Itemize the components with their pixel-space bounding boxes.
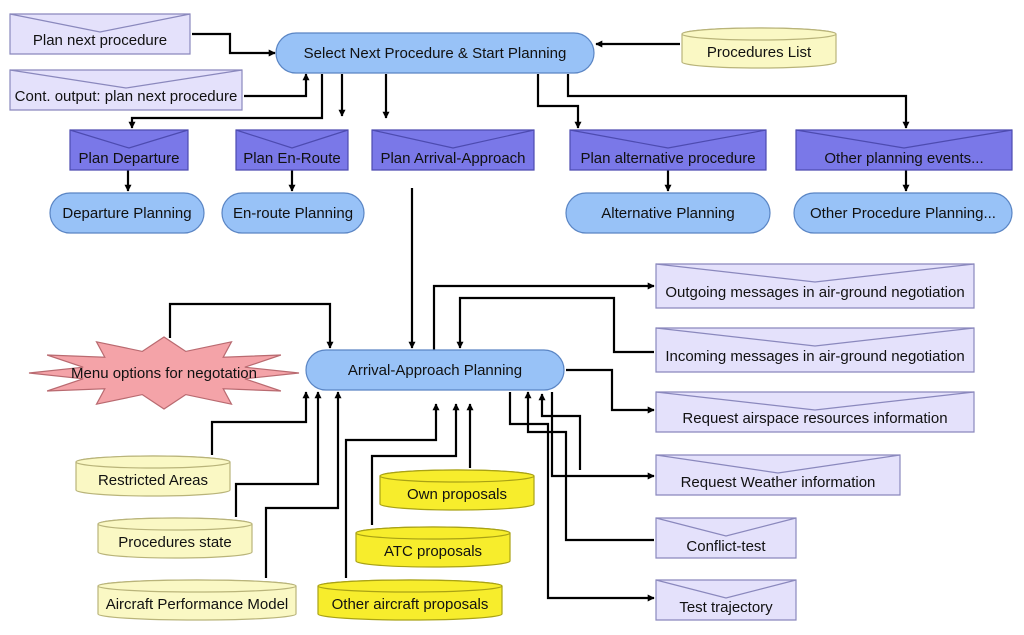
alternative-planning-process: Alternative Planning — [565, 192, 771, 234]
plan-alternative-event: Plan alternative procedure — [569, 129, 767, 171]
edge-other-aircraft-to-arrival — [344, 403, 440, 578]
incoming-messages-box: Incoming messages in air-ground negotiat… — [655, 327, 975, 373]
procedures-list-store-label: Procedures List — [707, 44, 812, 61]
select-next-procedure-process: Select Next Procedure & Start Planning — [275, 32, 595, 74]
conflict-test-box-label: Conflict-test — [686, 538, 766, 555]
procedures-state-store-label: Procedures state — [118, 534, 231, 551]
edge-select-to-plan-departure — [128, 74, 324, 129]
other-aircraft-proposals-store: Other aircraft proposals — [317, 579, 503, 621]
alternative-planning-process-label: Alternative Planning — [601, 205, 734, 222]
restricted-areas-store: Restricted Areas — [75, 455, 231, 497]
atc-proposals-store-label: ATC proposals — [384, 543, 482, 560]
edge-aircraft-perf-to-arrival — [264, 391, 342, 578]
outgoing-messages-box-label: Outgoing messages in air-ground negotiat… — [665, 284, 964, 301]
edge-conflict-to-arrival — [524, 391, 654, 542]
aircraft-performance-store: Aircraft Performance Model — [97, 579, 297, 621]
other-planning-events: Other planning events... — [795, 129, 1013, 171]
outgoing-messages-box: Outgoing messages in air-ground negotiat… — [655, 263, 975, 309]
departure-planning-process-label: Departure Planning — [62, 205, 191, 222]
arrival-approach-planning-process-label: Arrival-Approach Planning — [348, 362, 522, 379]
incoming-messages-box-label: Incoming messages in air-ground negotiat… — [665, 348, 964, 365]
edge-atc-to-arrival — [370, 403, 460, 525]
test-trajectory-box-label: Test trajectory — [679, 599, 773, 616]
edge-arrival-feedback — [538, 393, 582, 470]
edge-procedures-state-to-arrival — [234, 391, 322, 517]
edges-layer — [124, 32, 910, 602]
procedures-list-store: Procedures List — [681, 27, 837, 69]
own-proposals-store-label: Own proposals — [407, 486, 507, 503]
select-next-procedure-process-label: Select Next Procedure & Start Planning — [304, 45, 567, 62]
edge-restricted-to-arrival — [210, 391, 310, 455]
cont-output-event: Cont. output: plan next procedure — [9, 69, 243, 111]
edge-plan-next-to-select — [192, 32, 276, 57]
edge-select-to-other-events — [566, 74, 910, 129]
enroute-planning-process-label: En-route Planning — [233, 205, 353, 222]
plan-departure-event-label: Plan Departure — [79, 150, 180, 167]
plan-next-procedure-event: Plan next procedure — [9, 13, 191, 55]
other-planning-events-label: Other planning events... — [824, 150, 983, 167]
enroute-planning-process: En-route Planning — [221, 192, 365, 234]
menu-options-negotiation-label: Menu options for negotation — [71, 365, 257, 382]
edge-arrival-to-weather — [550, 392, 655, 480]
own-proposals-store: Own proposals — [379, 469, 535, 511]
edge-menu-to-arrival-planning — [168, 302, 334, 349]
menu-options-negotiation: Menu options for negotation — [28, 336, 300, 410]
test-trajectory-box: Test trajectory — [655, 579, 797, 621]
other-aircraft-proposals-store-label: Other aircraft proposals — [332, 596, 489, 613]
edge-arrival-to-outgoing — [432, 282, 655, 350]
arrival-approach-planning-process: Arrival-Approach Planning — [305, 349, 565, 391]
edge-arrival-to-airspace — [566, 368, 655, 414]
other-procedure-planning-process-label: Other Procedure Planning... — [810, 205, 996, 222]
plan-departure-event: Plan Departure — [69, 129, 189, 171]
plan-enroute-event: Plan En-Route — [235, 129, 349, 171]
request-airspace-box: Request airspace resources information — [655, 391, 975, 433]
aircraft-performance-store-label: Aircraft Performance Model — [106, 596, 289, 613]
cont-output-event-label: Cont. output: plan next procedure — [15, 88, 238, 105]
procedures-state-store: Procedures state — [97, 517, 253, 559]
edge-incoming-to-arrival — [456, 296, 654, 354]
other-procedure-planning-process: Other Procedure Planning... — [793, 192, 1013, 234]
departure-planning-process: Departure Planning — [49, 192, 205, 234]
edge-select-to-plan-alternative — [536, 74, 582, 129]
edge-cont-output-to-select — [244, 73, 310, 98]
plan-next-procedure-event-label: Plan next procedure — [33, 32, 167, 49]
edge-arrival-to-test-trajectory — [508, 392, 655, 602]
plan-alternative-event-label: Plan alternative procedure — [580, 150, 755, 167]
request-airspace-box-label: Request airspace resources information — [682, 410, 947, 427]
restricted-areas-store-label: Restricted Areas — [98, 472, 208, 489]
conflict-test-box: Conflict-test — [655, 517, 797, 559]
request-weather-box: Request Weather information — [655, 454, 901, 496]
request-weather-box-label: Request Weather information — [681, 474, 876, 491]
atc-proposals-store: ATC proposals — [355, 526, 511, 568]
plan-enroute-event-label: Plan En-Route — [243, 150, 341, 167]
plan-arrival-approach-event: Plan Arrival-Approach — [371, 129, 535, 171]
plan-arrival-approach-event-label: Plan Arrival-Approach — [380, 150, 525, 167]
